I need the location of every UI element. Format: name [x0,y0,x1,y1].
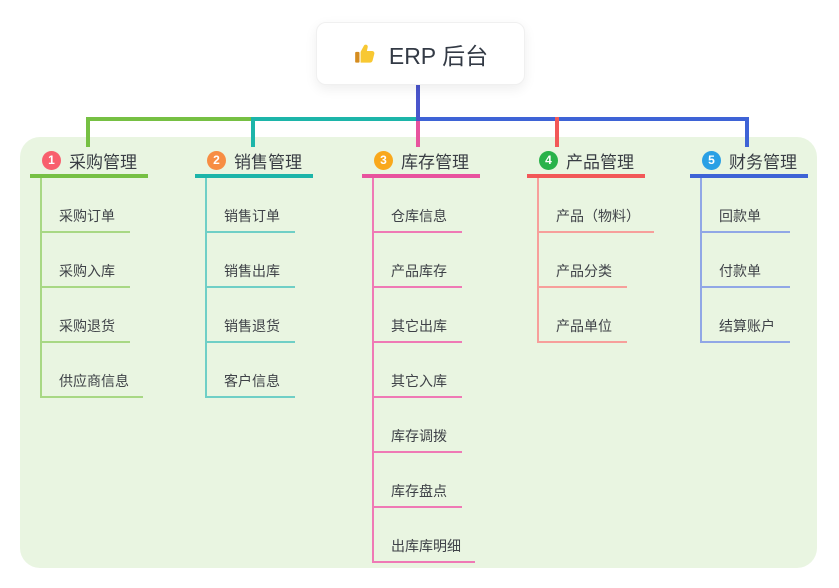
sub-node-label: 其它入库 [374,371,462,398]
sub-node[interactable]: 供应商信息 [42,343,143,398]
sub-node[interactable]: 产品库存 [374,233,475,288]
connector-rail-teal [251,117,420,121]
branch-label: 销售管理 [234,152,302,172]
sub-node-label: 采购订单 [42,206,130,233]
connector-drop-inventory [416,121,420,147]
branch-header[interactable]: 3 库存管理 [362,146,480,178]
sub-node[interactable]: 销售出库 [207,233,295,288]
branch-number-badge: 5 [702,150,721,170]
sub-node[interactable]: 回款单 [702,178,790,233]
sub-node[interactable]: 付款单 [702,233,790,288]
sub-node[interactable]: 仓库信息 [374,178,475,233]
sub-node[interactable]: 出库库明细 [374,508,475,563]
branch-label: 财务管理 [729,152,797,172]
sub-node-label: 供应商信息 [42,371,143,398]
branch-items: 产品（物料） 产品分类 产品单位 [537,178,654,343]
sub-node[interactable]: 产品分类 [539,233,654,288]
branch-header[interactable]: 5 财务管理 [690,146,808,178]
connector-rail-green [86,117,255,121]
branch-items: 仓库信息 产品库存 其它出库 其它入库 库存调拨 库存盘点 出库库明细 [372,178,475,563]
branch-product: 4 产品管理 产品（物料） 产品分类 产品单位 [527,146,654,343]
sub-node[interactable]: 产品单位 [539,288,654,343]
sub-node-label: 客户信息 [207,371,295,398]
branch-number-badge: 3 [374,150,393,170]
branch-header[interactable]: 1 采购管理 [30,146,148,178]
connector-rail-blue [416,117,749,121]
sub-node-label: 回款单 [702,206,790,233]
branch-sales: 2 销售管理 销售订单 销售出库 销售退货 客户信息 [195,146,313,398]
branch-header[interactable]: 4 产品管理 [527,146,645,178]
sub-node[interactable]: 库存调拨 [374,398,475,453]
branch-finance: 5 财务管理 回款单 付款单 结算账户 [690,146,808,343]
sub-node[interactable]: 其它出库 [374,288,475,343]
branch-number-badge: 1 [42,150,61,170]
sub-node-label: 销售出库 [207,261,295,288]
root-node[interactable]: ERP 后台 [316,22,525,85]
branch-items: 回款单 付款单 结算账户 [700,178,790,343]
sub-node-label: 库存调拨 [374,426,462,453]
sub-node-label: 结算账户 [702,316,790,343]
connector-drop-finance [745,117,749,147]
sub-node[interactable]: 产品（物料） [539,178,654,233]
branch-number-badge: 2 [207,150,226,170]
sub-node-label: 产品单位 [539,316,627,343]
sub-node-label: 出库库明细 [374,536,475,563]
sub-node-label: 其它出库 [374,316,462,343]
branches-panel [20,137,817,568]
sub-node-label: 仓库信息 [374,206,462,233]
sub-node[interactable]: 采购订单 [42,178,143,233]
sub-node-label: 产品（物料） [539,206,654,233]
sub-node-label: 销售退货 [207,316,295,343]
branch-items: 销售订单 销售出库 销售退货 客户信息 [205,178,295,398]
branch-items: 采购订单 采购入库 采购退货 供应商信息 [40,178,143,398]
sub-node[interactable]: 结算账户 [702,288,790,343]
sub-node-label: 产品库存 [374,261,462,288]
branch-label: 产品管理 [566,152,634,172]
sub-node-label: 库存盘点 [374,481,462,508]
thumbs-up-icon [353,41,379,67]
connector-drop-procurement [86,117,90,147]
connector-drop-sales [251,117,255,147]
sub-node-label: 采购退货 [42,316,130,343]
branch-inventory: 3 库存管理 仓库信息 产品库存 其它出库 其它入库 库存调拨 库存盘点 出库库… [362,146,480,563]
sub-node[interactable]: 客户信息 [207,343,295,398]
branch-label: 库存管理 [401,152,469,172]
sub-node[interactable]: 其它入库 [374,343,475,398]
sub-node[interactable]: 采购入库 [42,233,143,288]
sub-node-label: 销售订单 [207,206,295,233]
sub-node-label: 采购入库 [42,261,130,288]
connector-drop-product [555,117,559,147]
sub-node[interactable]: 销售订单 [207,178,295,233]
branch-label: 采购管理 [69,152,137,172]
sub-node-label: 付款单 [702,261,790,288]
branch-number-badge: 4 [539,150,558,170]
branch-header[interactable]: 2 销售管理 [195,146,313,178]
sub-node[interactable]: 库存盘点 [374,453,475,508]
connector-root-stem [416,82,420,121]
sub-node-label: 产品分类 [539,261,627,288]
root-title: ERP 后台 [388,42,489,69]
sub-node[interactable]: 销售退货 [207,288,295,343]
sub-node[interactable]: 采购退货 [42,288,143,343]
branch-procurement: 1 采购管理 采购订单 采购入库 采购退货 供应商信息 [30,146,148,398]
